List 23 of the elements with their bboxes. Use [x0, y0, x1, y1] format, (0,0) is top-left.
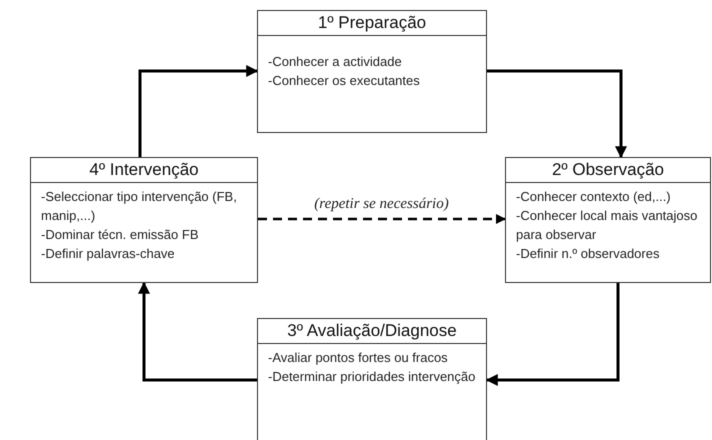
task-item: -Conhecer contexto (ed,...) [516, 188, 672, 206]
task-item: -Conhecer os executantes [268, 72, 421, 90]
task-item: -Dominar técn. emissão FB [41, 226, 200, 244]
task-item: -Conhecer local mais vantajoso para observar [516, 207, 698, 244]
stage-box [30, 157, 258, 283]
arrow [138, 282, 257, 382]
task-item: -Determinar prioridades intervenção [268, 368, 476, 386]
task-item: -Avaliar pontos fortes ou fracos [268, 349, 449, 367]
task-item: -Conhecer a actividade [268, 53, 403, 71]
task-item: -Definir n.º observadores [516, 245, 660, 263]
dashed-arrow [258, 214, 506, 224]
arrow [487, 70, 627, 158]
stage-box [505, 157, 711, 283]
task-item: -Definir palavras-chave [41, 245, 176, 263]
stage-title: 1º Preparação [318, 13, 426, 33]
stage-title: 2º Observação [552, 160, 664, 180]
stage-title: 4º Intervenção [89, 160, 199, 180]
stage-box [257, 10, 487, 133]
task-item: -Seleccionar tipo intervenção (FB, manip,...) [41, 188, 238, 225]
arrow [138, 65, 258, 157]
stage-title: 3º Avaliação/Diagnose [287, 321, 457, 341]
stage-box [257, 318, 487, 440]
arrow [486, 283, 620, 386]
